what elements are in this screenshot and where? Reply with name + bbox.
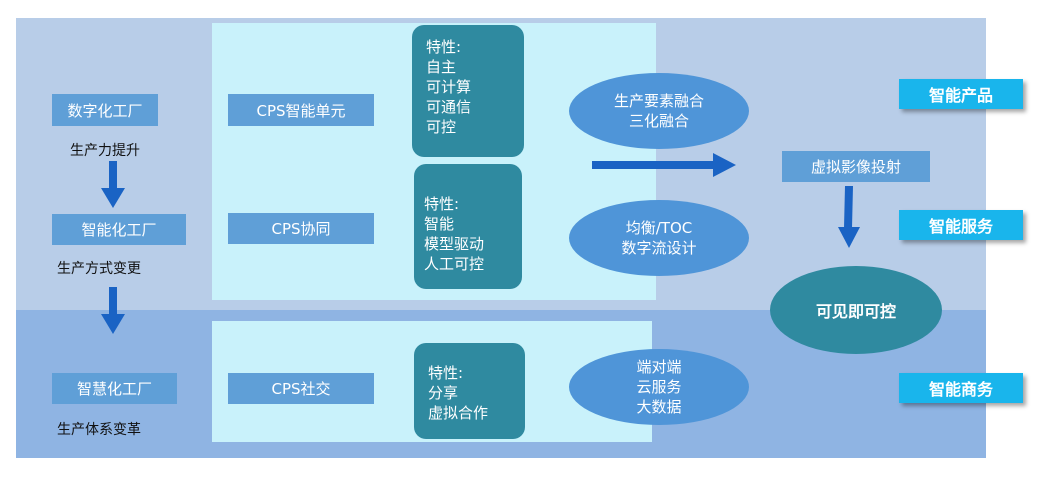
- outcome-smart-service: 智能服务: [899, 210, 1023, 240]
- visible-controllable-label: 可见即可控: [815, 302, 896, 321]
- ellipse-line: 端对端: [636, 358, 682, 376]
- virtual-projection-box: 虚拟影像投射: [782, 151, 930, 182]
- feature-line: 人工可控: [424, 255, 485, 273]
- outcome-smart-commerce-label: 智能商务: [928, 380, 993, 399]
- stage-effect-productivity: 生产力提升: [70, 143, 140, 159]
- ellipse-cloud-bigdata: 端对端 云服务 大数据: [569, 349, 749, 425]
- feature-line: 可通信: [426, 98, 472, 116]
- cps-social: CPS社交: [228, 373, 374, 404]
- ellipse-factor-fusion: 生产要素融合 三化融合: [569, 73, 749, 149]
- virtual-projection-label: 虚拟影像投射: [810, 158, 901, 176]
- factory-intelligent: 智能化工厂: [52, 214, 186, 245]
- ellipse-line: 云服务: [636, 378, 682, 396]
- ellipse-line: 生产要素融合: [613, 92, 704, 110]
- feature-line: 特性:: [426, 38, 462, 56]
- factory-wisdom: 智慧化工厂: [52, 373, 177, 404]
- stage-effect-production-mode: 生产方式变更: [57, 261, 141, 277]
- down-arrow-icon: [838, 186, 860, 248]
- visible-controllable-ellipse: 可见即可控: [770, 266, 942, 354]
- stage-effect-system: 生产体系变革: [57, 422, 141, 438]
- feature-line: 智能: [424, 215, 455, 233]
- cps-smart-unit-label: CPS智能单元: [256, 101, 346, 120]
- feature-line: 分享: [428, 384, 459, 402]
- cps-collaboration-label: CPS协同: [271, 220, 331, 238]
- ellipse-line: 三化融合: [628, 112, 689, 130]
- feature-line: 可计算: [426, 78, 472, 96]
- cps-social-label: CPS社交: [271, 380, 331, 398]
- feature-box-collaboration: 特性: 智能 模型驱动 人工可控: [414, 164, 522, 289]
- feature-box-social: 特性: 分享 虚拟合作: [414, 343, 525, 439]
- cps-smart-unit: CPS智能单元: [228, 94, 374, 126]
- outcome-smart-commerce: 智能商务: [899, 373, 1023, 403]
- down-arrow-icon: [101, 161, 125, 208]
- ellipse-balance-toc: 均衡/TOC 数字流设计: [569, 200, 749, 276]
- feature-line: 特性:: [428, 364, 464, 382]
- outcome-smart-service-label: 智能服务: [928, 217, 993, 236]
- feature-line: 特性:: [424, 195, 460, 213]
- factory-wisdom-label: 智慧化工厂: [76, 380, 152, 398]
- feature-box-smart-unit: 特性: 自主 可计算 可通信 可控: [412, 25, 524, 157]
- ellipse-line: 大数据: [636, 398, 682, 416]
- factory-digital: 数字化工厂: [52, 94, 158, 126]
- factory-intelligent-label: 智能化工厂: [81, 221, 157, 239]
- feature-line: 自主: [426, 58, 457, 76]
- feature-line: 模型驱动: [424, 235, 485, 253]
- ellipse-line: 均衡/TOC: [625, 219, 693, 237]
- feature-line: 虚拟合作: [428, 404, 489, 422]
- down-arrow-icon: [101, 287, 125, 334]
- factory-digital-label: 数字化工厂: [67, 101, 143, 120]
- ellipse-line: 数字流设计: [621, 239, 697, 257]
- feature-line: 可控: [426, 118, 457, 136]
- outcome-smart-product-label: 智能产品: [928, 86, 993, 105]
- right-arrow-icon: [592, 153, 736, 177]
- cps-collaboration: CPS协同: [228, 213, 374, 244]
- outcome-smart-product: 智能产品: [899, 79, 1023, 109]
